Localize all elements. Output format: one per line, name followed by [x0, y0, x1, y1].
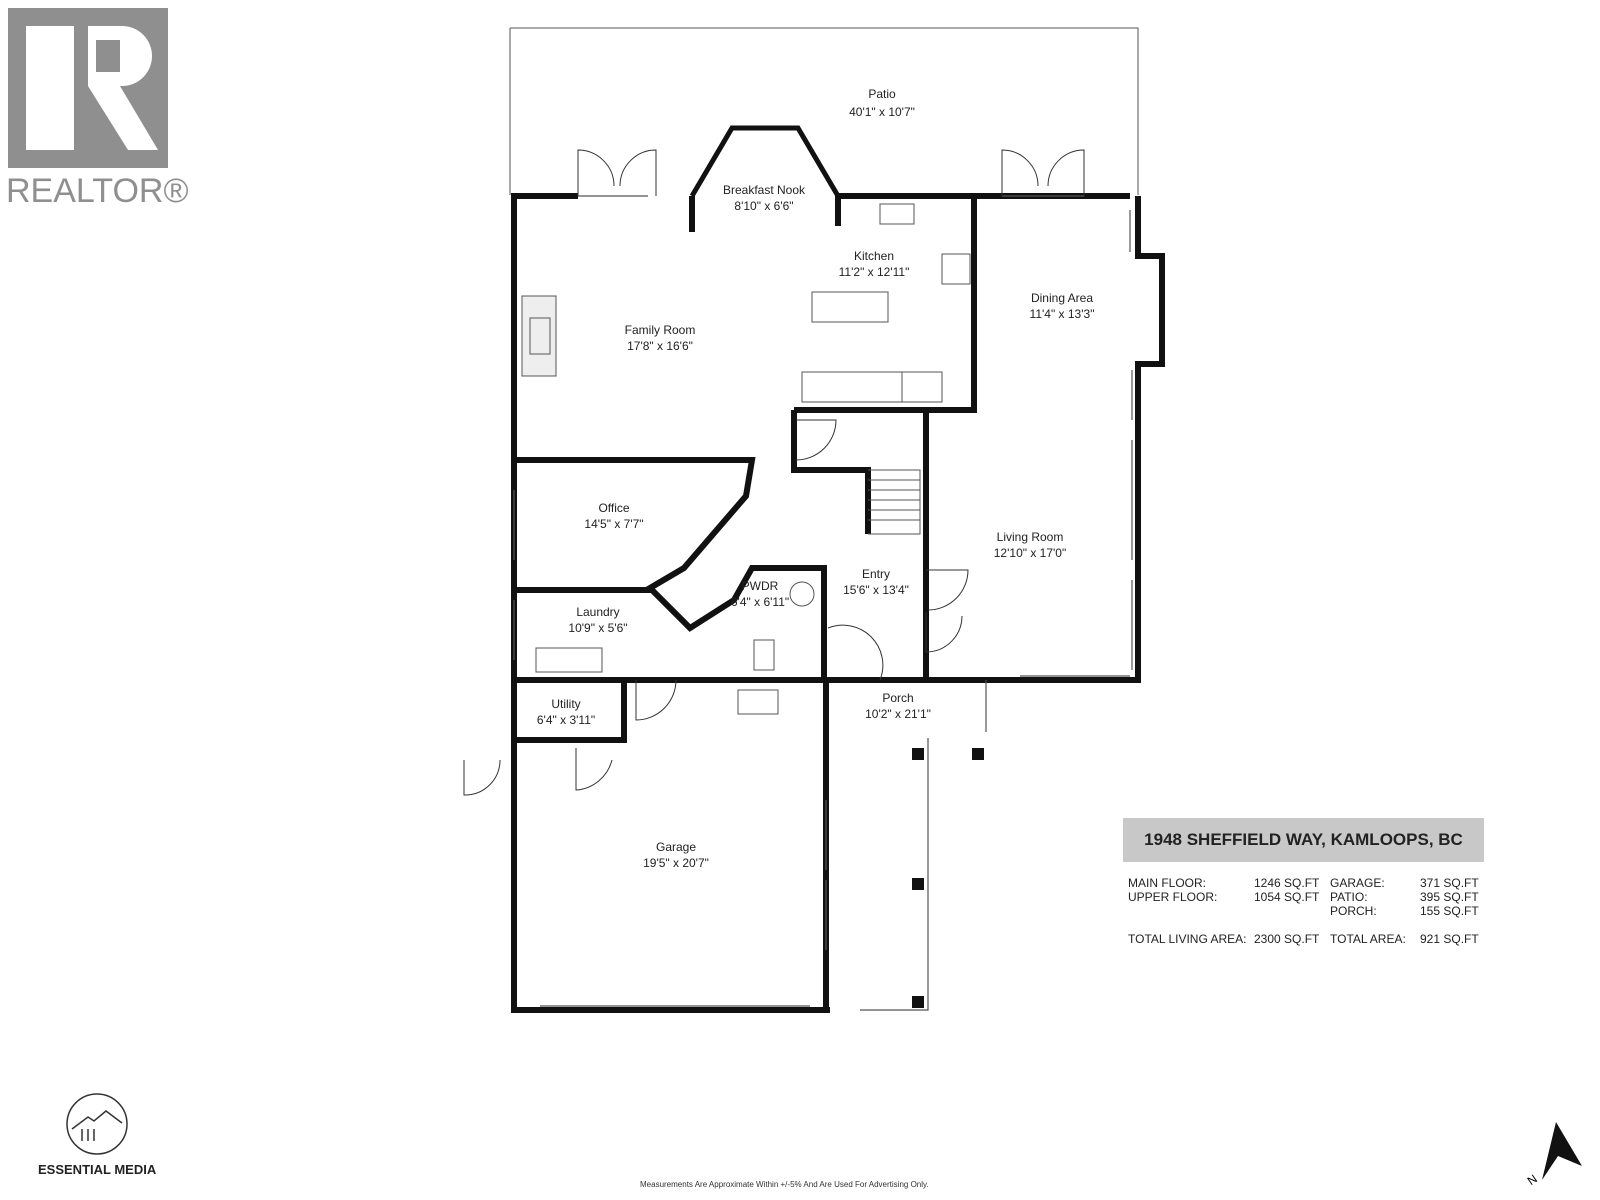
label-utility-name: Utility	[551, 697, 580, 711]
total-living-value: 2300 SQ.FT	[1254, 932, 1320, 946]
label-porch-name: Porch	[882, 691, 913, 705]
upper-floor-label: UPPER FLOOR:	[1128, 890, 1218, 904]
essential-media-wordmark: ESSENTIAL MEDIA	[38, 1162, 157, 1177]
garage-label: GARAGE:	[1330, 876, 1385, 890]
realtor-wordmark: REALTOR®	[6, 172, 189, 210]
label-family-size: 17'8" x 16'6"	[627, 339, 693, 353]
total-living-label: TOTAL LIVING AREA:	[1128, 932, 1247, 946]
disclaimer: Measurements Are Approximate Within +/-5…	[640, 1180, 929, 1189]
doors	[463, 149, 1085, 796]
label-nook-name: Breakfast Nook	[723, 183, 806, 197]
label-dining-name: Dining Area	[1031, 291, 1093, 305]
label-living-size: 12'10" x 17'0"	[994, 546, 1067, 560]
label-laundry-size: 10'9" x 5'6"	[568, 621, 627, 635]
label-patio-name: Patio	[868, 87, 896, 101]
main-floor-value: 1246 SQ.FT	[1254, 876, 1320, 890]
label-utility-size: 6'4" x 3'11"	[537, 713, 595, 727]
label-dining-size: 11'4" x 13'3"	[1030, 307, 1095, 321]
room-labels: Patio 40'1" x 10'7" Breakfast Nook 8'10"…	[537, 87, 1095, 870]
walls	[511, 125, 1165, 1013]
label-garage-size: 19'5" x 20'7"	[643, 856, 709, 870]
patio-outline	[509, 27, 1139, 195]
total-area-label: TOTAL AREA:	[1330, 932, 1406, 946]
label-office-size: 14'5" x 7'7"	[584, 517, 643, 531]
patio-label: PATIO:	[1330, 890, 1368, 904]
label-porch-size: 10'2" x 21'1"	[865, 707, 931, 721]
realtor-logo	[8, 8, 168, 168]
thin-details	[513, 195, 1133, 1011]
porch-posts	[912, 748, 984, 1008]
label-living-name: Living Room	[997, 530, 1064, 544]
label-patio-size: 40'1" x 10'7"	[849, 105, 915, 119]
label-garage-name: Garage	[656, 840, 696, 854]
essential-media-logo	[66, 1093, 128, 1155]
porch-label: PORCH:	[1330, 904, 1377, 918]
compass-letter: N	[1525, 1172, 1540, 1188]
main-floor-label: MAIN FLOOR:	[1128, 876, 1207, 890]
label-office-name: Office	[598, 501, 629, 515]
label-pwdr-name: PWDR	[742, 579, 779, 593]
label-entry-name: Entry	[862, 567, 890, 581]
porch-value: 155 SQ.FT	[1420, 904, 1479, 918]
label-pwdr-size: 6'4" x 6'11"	[731, 595, 789, 609]
label-family-name: Family Room	[625, 323, 696, 337]
label-kitchen-size: 11'2" x 12'11"	[839, 265, 910, 279]
upper-floor-value: 1054 SQ.FT	[1254, 890, 1320, 904]
label-laundry-name: Laundry	[576, 605, 619, 619]
fixtures	[521, 203, 971, 715]
total-area-value: 921 SQ.FT	[1420, 932, 1479, 946]
address-banner	[1123, 818, 1484, 862]
north-arrow-icon: N	[1525, 1122, 1582, 1188]
label-entry-size: 15'6" x 13'4"	[843, 583, 909, 597]
garage-value: 371 SQ.FT	[1420, 876, 1479, 890]
label-kitchen-name: Kitchen	[854, 249, 894, 263]
patio-value: 395 SQ.FT	[1420, 890, 1479, 904]
address-title: 1948 SHEFFIELD WAY, KAMLOOPS, BC	[1144, 830, 1463, 849]
label-nook-size: 8'10" x 6'6"	[734, 199, 793, 213]
